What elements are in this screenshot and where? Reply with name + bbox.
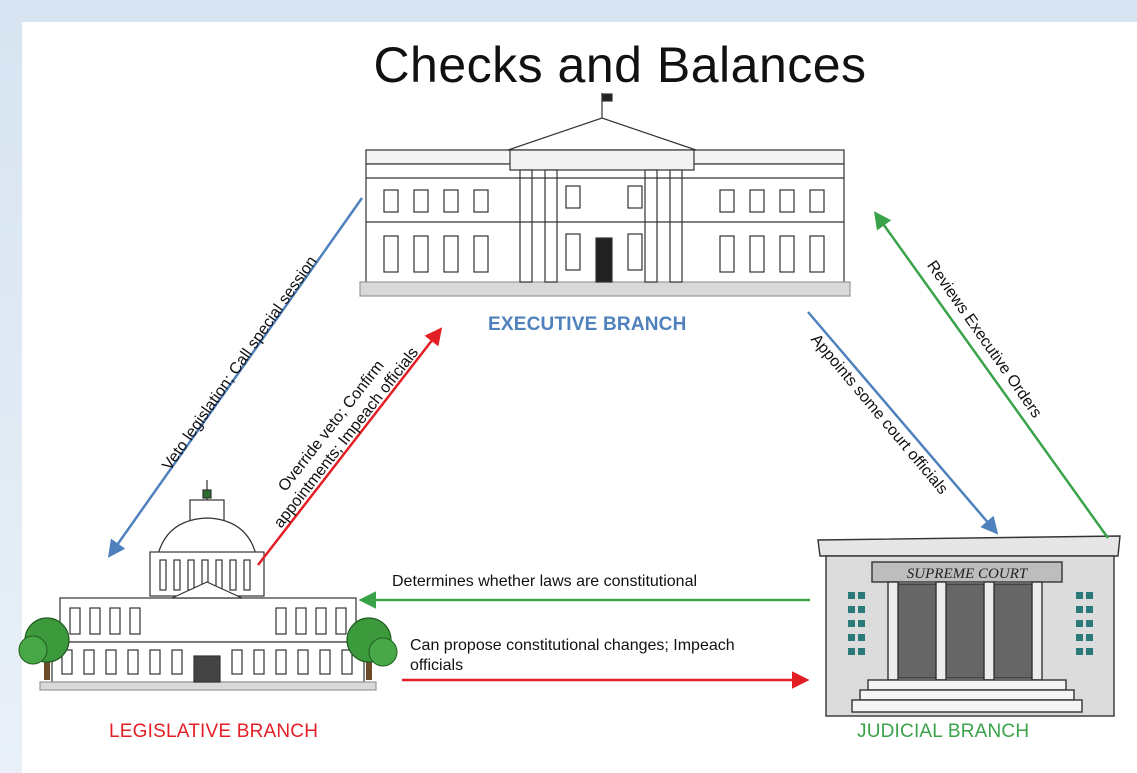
arrow-exec-to-leg (107, 197, 364, 558)
tree-left-icon (18, 617, 70, 680)
label-leg-to-jud-line1: Can propose constitutional changes; Impe… (410, 637, 735, 654)
judicial-branch-label: JUDICIAL BRANCH (857, 721, 1030, 742)
arrow-leg-to-exec (257, 327, 443, 566)
arrow-exec-to-jud (807, 311, 999, 535)
supreme-court-illustration: SUPREME COURT (817, 535, 1121, 717)
label-leg-to-jud: Can propose constitutional changes; Impe… (410, 636, 830, 676)
tree-right-icon (346, 617, 398, 680)
legislative-branch-label: LEGISLATIVE BRANCH (109, 721, 319, 742)
executive-branch-label: EXECUTIVE BRANCH (488, 314, 687, 335)
white-house-illustration (359, 93, 851, 297)
court-sign-text: SUPREME COURT (907, 566, 1029, 582)
capitol-illustration (39, 480, 377, 691)
page-title: Checks and Balances (373, 37, 867, 93)
label-jud-to-leg: Determines whether laws are constitution… (392, 573, 698, 590)
label-leg-to-jud-line2: officials (410, 657, 464, 674)
arrow-jud-to-exec (873, 211, 1110, 539)
